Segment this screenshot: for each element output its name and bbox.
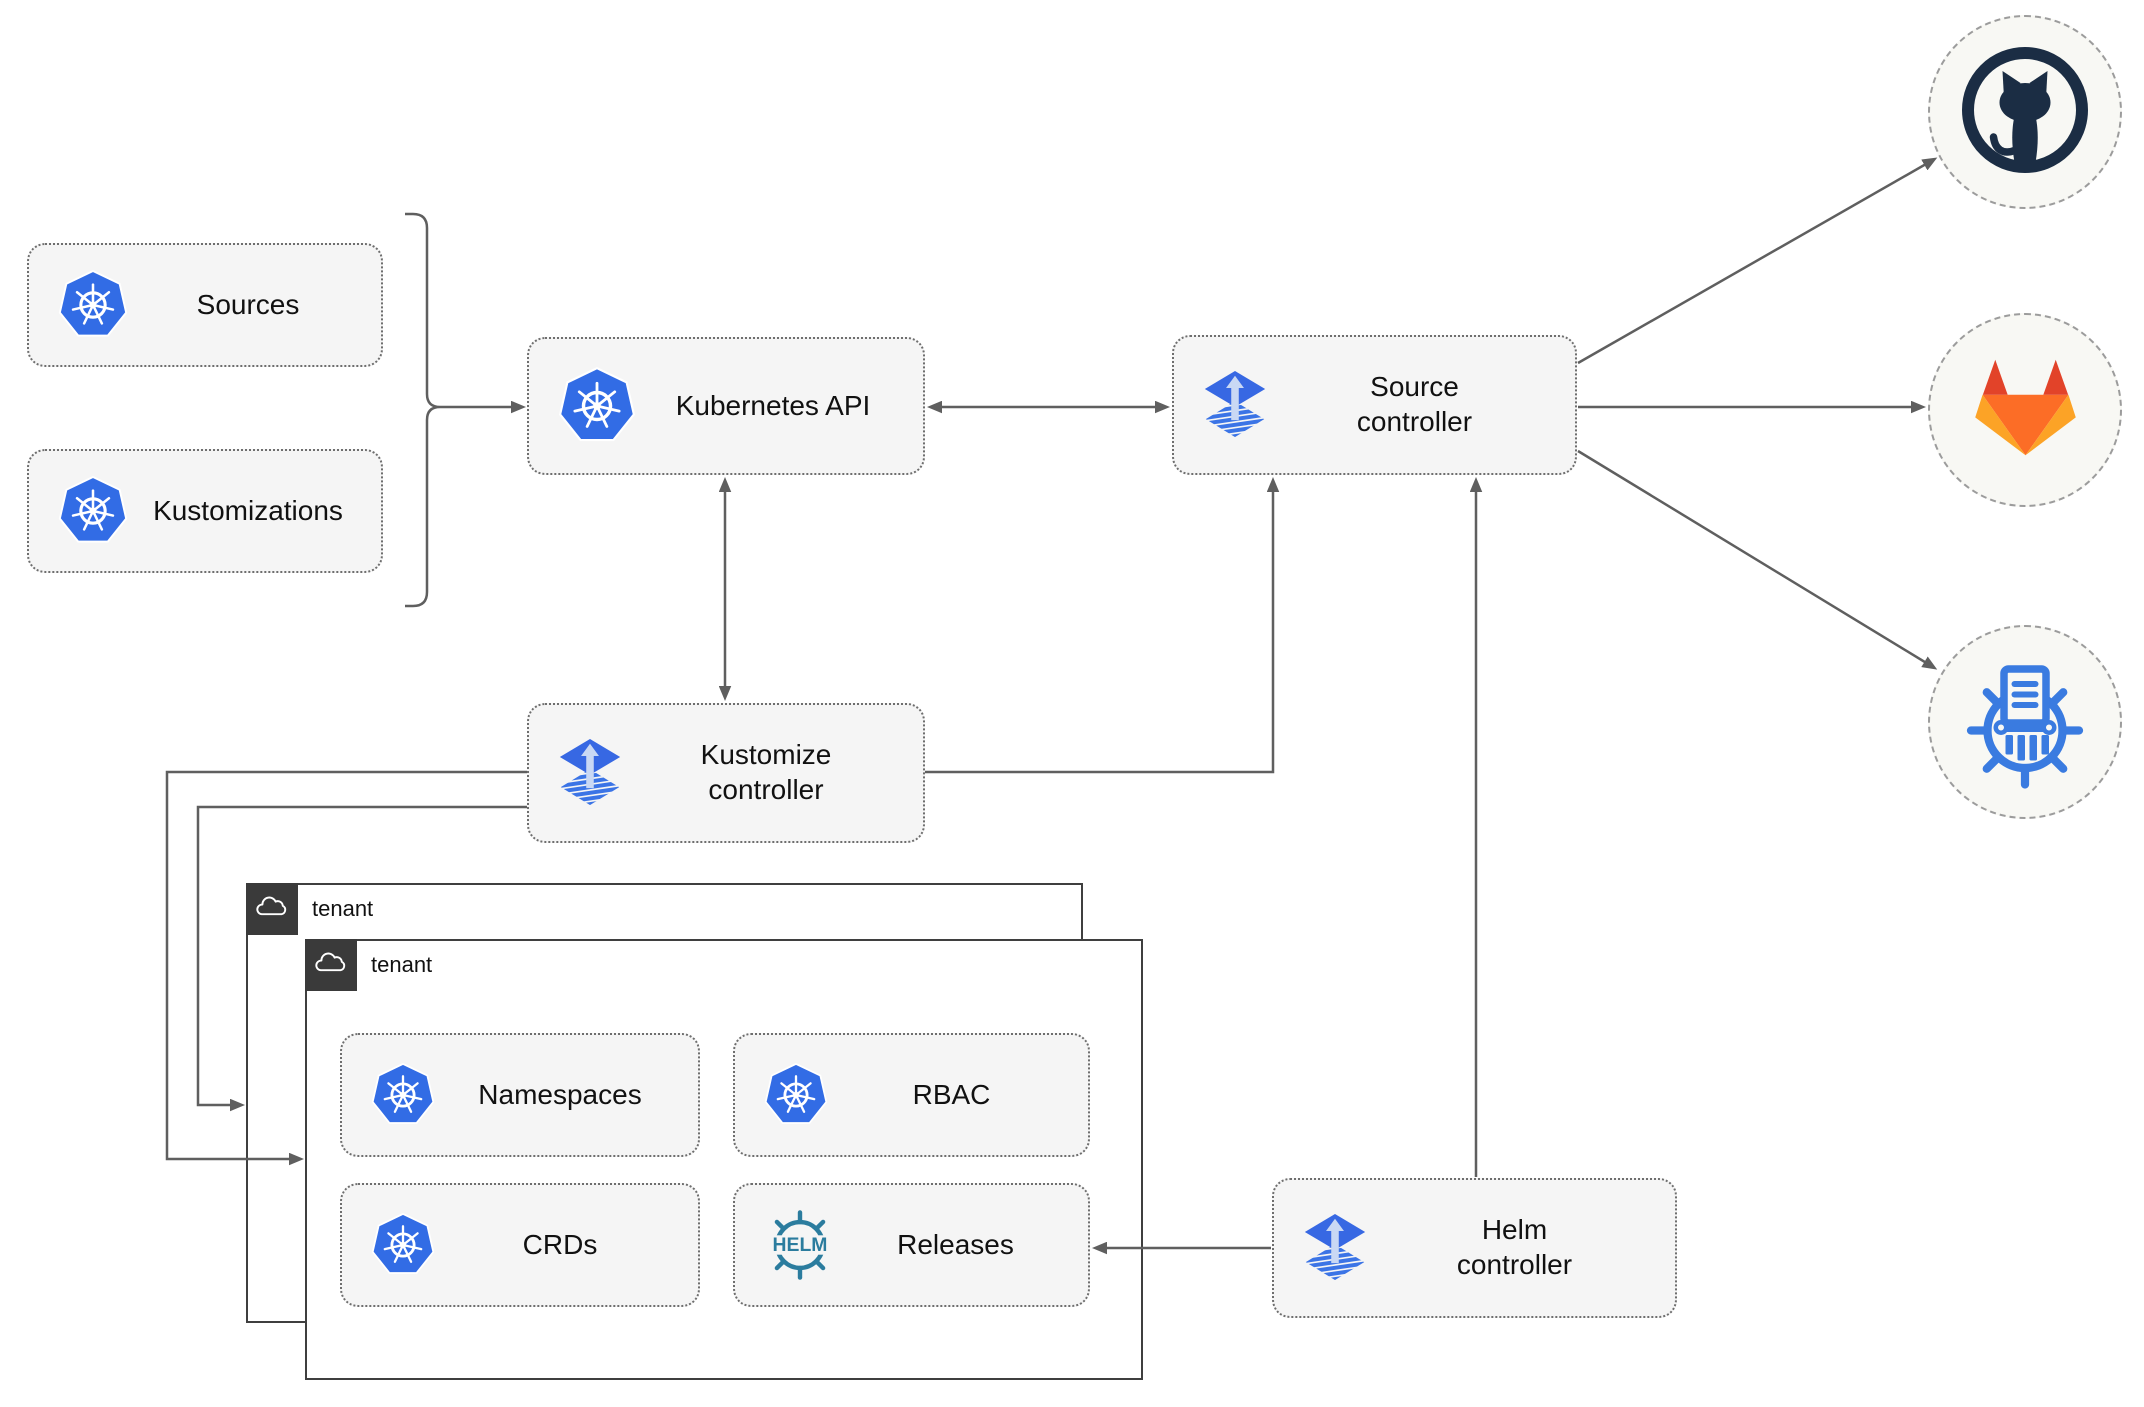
oci-registry-icon [1950,645,2100,800]
helm-controller-label: Helm controller [1456,1214,1573,1280]
source-to-github-arrow [1577,157,1938,365]
source-to-registry-arrow [1577,449,1938,670]
flux-icon [1302,1212,1368,1284]
gitlab-icon [1968,355,2083,465]
kubernetes-icon [57,270,129,340]
rbac-node: RBAC [733,1033,1090,1157]
kubernetes-icon [557,367,637,445]
oci-registry-endpoint [1928,625,2122,819]
flux-icon [1202,369,1268,441]
kustomize-to-source-arrow [925,477,1280,774]
crds-label: CRDs [522,1229,598,1260]
cloud-icon [254,894,290,925]
kubernetes-api-node: Kubernetes API [527,337,925,475]
helm-logo-text: HELM [773,1234,828,1256]
rbac-label: RBAC [912,1079,991,1110]
source-controller-node: Source controller [1172,335,1577,475]
namespaces-node: Namespaces [340,1033,700,1157]
resources-bracket [405,212,441,608]
tenant-label: tenant [371,952,433,977]
flux-icon [557,737,623,809]
releases-label: Releases [897,1229,1014,1260]
sources-node: Sources [27,243,383,367]
helm-icon: HELM [763,1208,837,1282]
tenant-front-container: tenant [305,939,1143,1380]
gitlab-endpoint [1928,313,2122,507]
releases-node: HELM Releases [733,1183,1090,1307]
github-icon [1950,35,2100,190]
helm-controller-node: Helm controller [1272,1178,1677,1318]
kustomize-controller-label: Kustomize controller [700,739,832,805]
kustomizations-node: Kustomizations [27,449,383,573]
namespaces-label: Namespaces [478,1079,642,1110]
kustomize-controller-node: Kustomize controller [527,703,925,843]
cloud-icon [313,950,349,981]
kubernetes-icon [370,1063,436,1127]
sources-label: Sources [196,289,300,320]
kubernetes-icon [370,1213,436,1277]
source-controller-label: Source controller [1356,371,1473,437]
github-endpoint [1928,15,2122,209]
kubernetes-api-label: Kubernetes API [675,390,871,421]
kustomizations-label: Kustomizations [153,495,343,526]
crds-node: CRDs [340,1183,700,1307]
tenant-tab [246,883,298,935]
tenant-tab [305,939,357,991]
kubernetes-icon [763,1063,829,1127]
kubernetes-icon [57,476,129,546]
tenant-label: tenant [312,896,374,921]
